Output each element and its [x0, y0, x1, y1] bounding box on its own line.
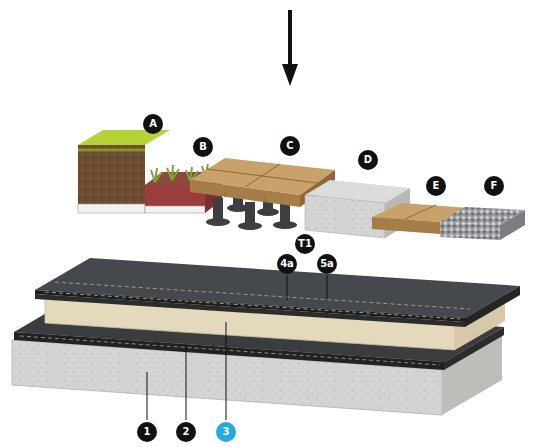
callout-number: 5a — [317, 254, 337, 274]
callout-number: 2 — [176, 422, 196, 442]
callout-number: F — [484, 176, 504, 196]
callout-number: 1 — [137, 422, 157, 442]
callout-number: B — [193, 137, 213, 157]
callout-number: 4a — [277, 254, 297, 274]
callout-number: D — [358, 150, 378, 170]
callout-number: T1 — [295, 234, 315, 254]
callout-number: 3 — [216, 422, 236, 442]
callout-number: C — [280, 136, 300, 156]
callout-number: A — [143, 114, 163, 134]
callout-number: E — [426, 176, 446, 196]
